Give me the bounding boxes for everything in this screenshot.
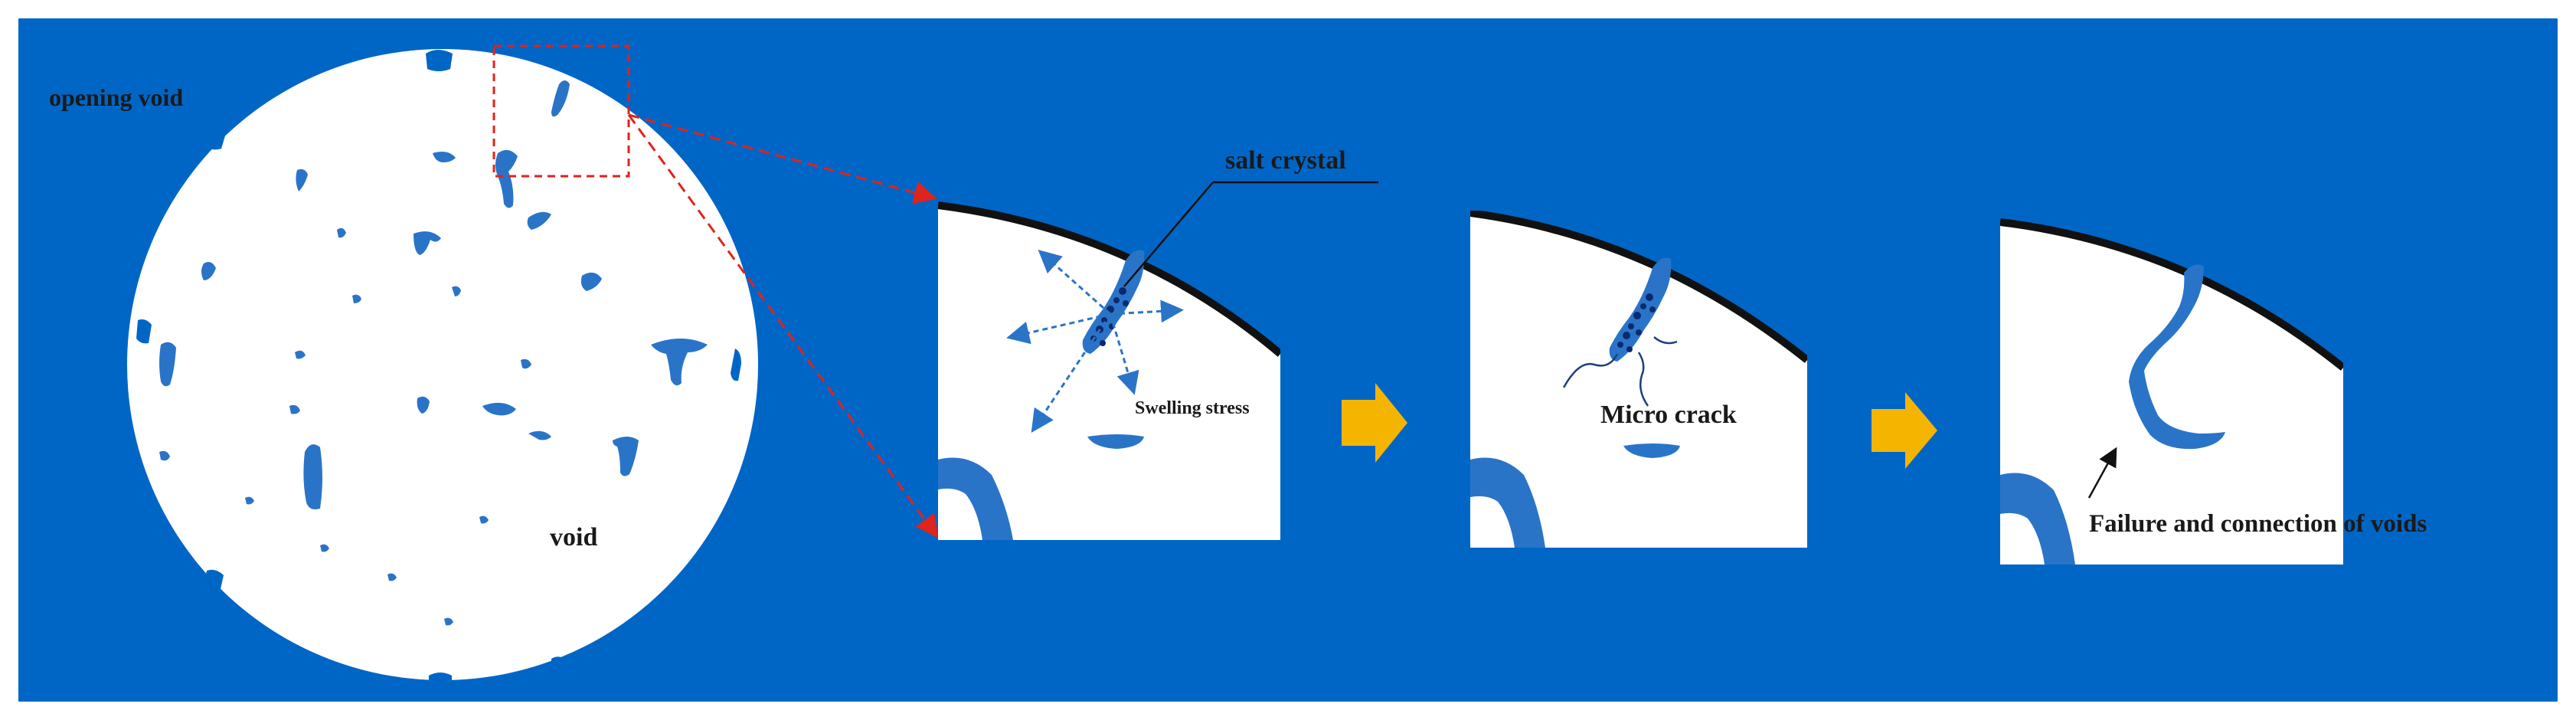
failure-pointer bbox=[2087, 447, 2117, 499]
panel-micro-cracking bbox=[1470, 211, 1807, 548]
sample-circle-group bbox=[127, 49, 758, 685]
opening-voids bbox=[136, 50, 741, 685]
zoom-connector-top bbox=[628, 113, 937, 205]
salt-crystal-label: salt crystal bbox=[1225, 146, 1346, 175]
zoom-box bbox=[492, 44, 630, 178]
panel-void-connection bbox=[2000, 218, 2343, 565]
internal-voids bbox=[159, 80, 708, 626]
progress-arrow-2 bbox=[1872, 392, 1937, 469]
panel-salt-crystallization bbox=[938, 195, 1280, 540]
micro-cracks bbox=[1562, 336, 1678, 407]
rock-sample-disc bbox=[127, 49, 758, 680]
void-label: void bbox=[550, 523, 597, 551]
swelling-stress-label: Swelling stress bbox=[1135, 398, 1250, 418]
connected-void bbox=[2129, 264, 2225, 450]
zoom-connector-bottom bbox=[627, 114, 939, 538]
swelling-stress-arrows bbox=[1006, 250, 1184, 433]
micro-crack-label: Micro crack bbox=[1600, 401, 1737, 429]
salt-crystal-pointer bbox=[1123, 182, 1214, 287]
failure-label: Failure and connection of voids bbox=[2089, 510, 2427, 538]
salt-crystals bbox=[1617, 293, 1656, 352]
progress-arrow-1 bbox=[1342, 383, 1407, 463]
opening-void-label: opening void bbox=[49, 83, 183, 111]
